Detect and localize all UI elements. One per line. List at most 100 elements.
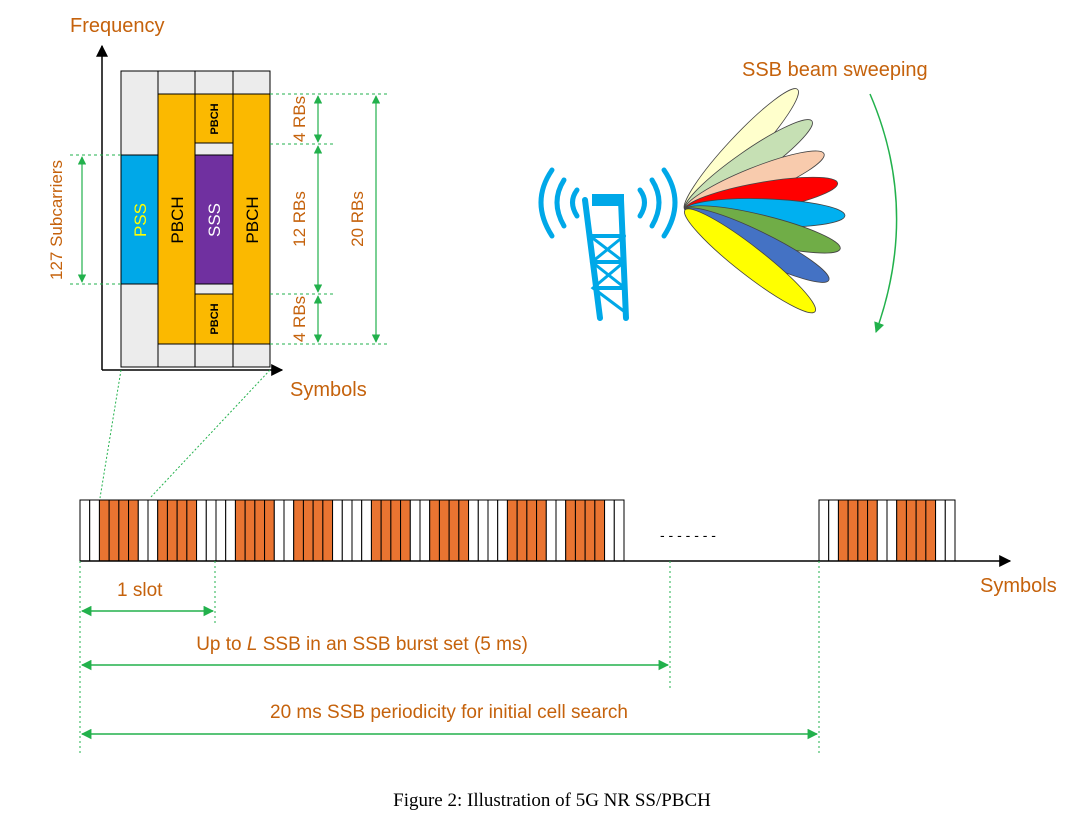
ssb-symbol-cell <box>264 499 275 562</box>
pss-block <box>120 154 159 285</box>
ssb-symbol-cell <box>438 499 450 562</box>
symbol-cell <box>89 499 100 562</box>
ssb-symbol-cell <box>98 499 110 562</box>
symbol-cell <box>409 499 421 562</box>
sweep-arrow <box>869 93 898 333</box>
symbol-cell <box>419 499 431 562</box>
symbol-cell <box>497 499 508 562</box>
timeline-dimension-arrows <box>80 605 819 740</box>
slot-label: 1 slot <box>117 580 163 601</box>
sss-label: SSS <box>205 203 224 237</box>
periodicity-label: 20 ms SSB periodicity for initial cell s… <box>270 702 628 723</box>
burst-set-label: Up to L SSB in an SSB burst set (5 ms) <box>196 634 528 655</box>
ssb-timeline: Symbols - - - - - - - 1 slot Up to L SSB… <box>79 499 1057 755</box>
symbol-cell <box>147 499 159 562</box>
sss-block <box>194 154 234 285</box>
symbol-cell <box>79 499 91 562</box>
pbch-block-top-small <box>194 93 234 144</box>
ssb-symbol-cell <box>847 499 859 562</box>
ssb-symbol-cell <box>915 499 927 562</box>
symbol-cell <box>477 499 489 562</box>
symbol-cell <box>351 499 363 562</box>
ssb-symbol-cell <box>516 499 528 562</box>
pbch-small-label-top: PBCH <box>209 103 221 134</box>
subcarriers-label: 127 Subcarriers <box>47 160 66 280</box>
ssb-symbol-cell <box>166 499 178 562</box>
ssb-symbol-cell <box>118 499 130 562</box>
symbol-cell <box>205 499 217 562</box>
ssb-symbol-cell <box>925 499 937 562</box>
ssb-symbol-cell <box>108 499 120 562</box>
symbol-cell <box>361 499 372 562</box>
pbch-block-bottom-small <box>194 293 234 345</box>
symbol-cell <box>944 499 956 562</box>
beam-lobe <box>684 208 816 314</box>
ssb-symbol-cell <box>186 499 198 562</box>
timeline-ellipsis: - - - - - - - <box>660 527 716 543</box>
ssb-symbol-cell <box>506 499 518 562</box>
symbol-cell <box>604 499 615 562</box>
symbol-cell <box>935 499 946 562</box>
ssb-symbol-cell <box>254 499 266 562</box>
rb-dimension-arrows <box>77 95 381 343</box>
beam-sweeping-title: SSB beam sweeping <box>742 59 928 81</box>
beam-lobes <box>683 88 846 314</box>
ssb-symbol-cell <box>293 499 304 562</box>
ssb-symbol-cell <box>234 499 246 562</box>
ssb-symbol-cell <box>429 499 440 562</box>
symbol-cell <box>137 499 149 562</box>
ssb-symbol-cell <box>176 499 188 562</box>
symbol-cell <box>283 499 295 562</box>
antenna-tower-icon <box>538 167 678 321</box>
symbol-cell <box>886 499 898 562</box>
symbol-cell <box>341 499 353 562</box>
symbol-cell <box>487 499 499 562</box>
ssb-symbol-cell <box>390 499 402 562</box>
pbch-block-left <box>157 93 196 345</box>
ssb-symbol-cell <box>458 499 470 562</box>
ssb-symbol-cell <box>526 499 538 562</box>
resource-grid: Frequency Symbols PSS PBCH PBCH SSS PBCH… <box>47 15 390 499</box>
zoom-line <box>149 369 271 499</box>
ssb-symbol-cell <box>837 499 849 562</box>
ssb-symbol-cell <box>302 499 314 562</box>
ssb-symbol-cell <box>244 499 256 562</box>
symbol-cell <box>613 499 625 562</box>
timeline-symbols-label: Symbols <box>980 575 1057 597</box>
timeline-symbol-blocks <box>79 499 956 562</box>
frequency-axis-label: Frequency <box>70 15 165 37</box>
ssb-symbol-cell <box>312 499 324 562</box>
ssb-symbol-cell <box>905 499 917 562</box>
ssb-symbol-cell <box>584 499 596 562</box>
ssb-symbol-cell <box>536 499 547 562</box>
rb-bottom-label: 4 RBs <box>290 296 309 342</box>
ssb-symbol-cell <box>400 499 411 562</box>
pbch-small-label-bottom: PBCH <box>209 303 221 334</box>
symbol-cell <box>876 499 888 562</box>
ssb-symbol-cell <box>322 499 334 562</box>
ssb-symbol-cell <box>565 499 576 562</box>
beam-sweeping: SSB beam sweeping <box>538 59 928 333</box>
timeline-markers <box>79 561 820 755</box>
symbol-cell <box>215 499 227 562</box>
ssb-symbol-cell <box>128 499 139 562</box>
ssb-symbol-cell <box>380 499 392 562</box>
zoom-line <box>99 369 122 499</box>
ssb-symbol-cell <box>896 499 907 562</box>
symbol-cell <box>225 499 236 562</box>
symbols-axis-label: Symbols <box>290 379 367 401</box>
rb-total-label: 20 RBs <box>348 191 367 247</box>
symbol-cell <box>555 499 567 562</box>
pss-label: PSS <box>131 203 150 237</box>
pbch-label-left: PBCH <box>168 196 187 243</box>
ssb-symbol-cell <box>594 499 606 562</box>
symbol-cell <box>545 499 557 562</box>
ssb-symbol-cell <box>448 499 460 562</box>
ssb-symbol-cell <box>574 499 586 562</box>
pbch-block-right <box>232 93 271 345</box>
symbol-cell <box>332 499 343 562</box>
rb-guide-lines <box>70 93 390 345</box>
symbol-cell <box>828 499 839 562</box>
symbol-cell <box>818 499 830 562</box>
